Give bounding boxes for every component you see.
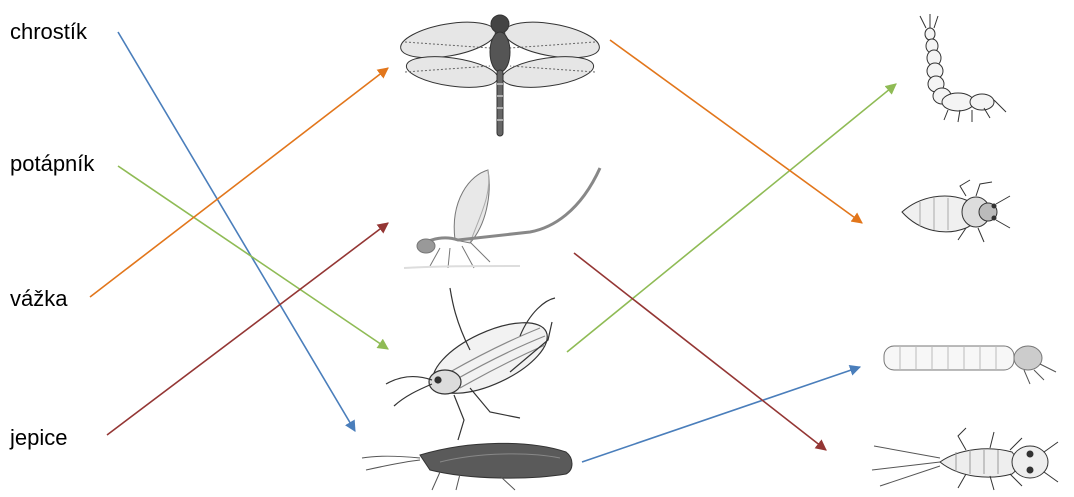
dragonfly-icon: [398, 15, 602, 136]
arrow-vazka-to-dragonfly: [90, 68, 388, 297]
arrow-chrostik-to-caddisfly: [118, 32, 355, 431]
dragonfly-larva-icon: [920, 14, 1006, 122]
arrow-beetle-to-larva: [567, 84, 896, 352]
diving-beetle-larva-icon: [902, 180, 1010, 242]
arrow-caddisfly-to-larva: [582, 367, 860, 462]
diving-beetle-icon: [386, 288, 557, 440]
arrow-mayfly-to-larva: [574, 253, 826, 450]
mayfly-icon: [404, 168, 600, 268]
caddisfly-icon: [362, 443, 572, 490]
arrow-jepice-to-mayfly: [107, 223, 388, 435]
arrow-potapnik-to-beetle: [118, 166, 388, 349]
mayfly-larva-icon: [872, 428, 1058, 490]
arrow-dragonfly-to-larva: [610, 40, 862, 223]
caddisfly-larva-icon: [884, 346, 1056, 384]
